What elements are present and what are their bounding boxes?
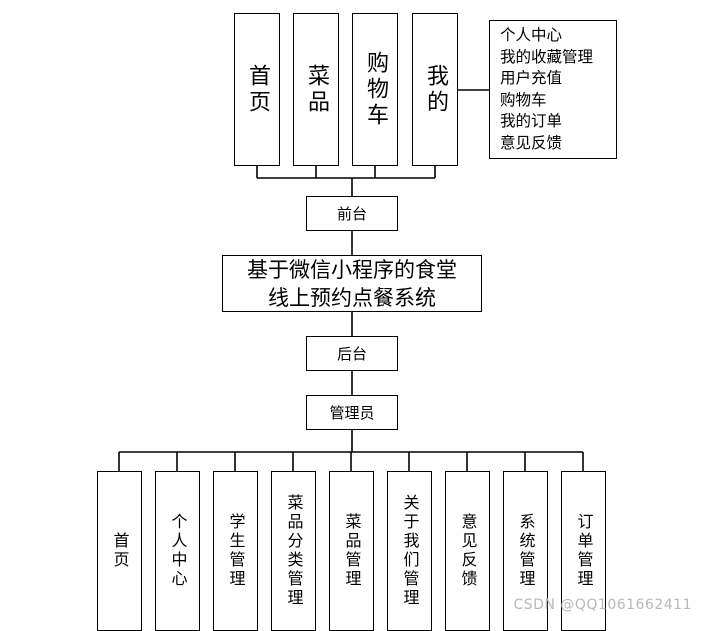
my-details-item: 我的收藏管理	[500, 47, 594, 66]
frontend-module-label: 我的	[423, 63, 448, 116]
frontend-node: 前台	[306, 196, 398, 231]
admin-module-dish-management: 菜品管理	[329, 471, 374, 631]
my-details-item: 意见反馈	[500, 133, 563, 152]
frontend-module-label: 首页	[245, 63, 270, 116]
admin-module-label: 系统管理	[516, 513, 536, 589]
admin-module-student-management: 学生管理	[213, 471, 258, 631]
frontend-module-cart: 购物车	[352, 13, 398, 166]
frontend-module-dishes: 菜品	[293, 13, 339, 166]
frontend-module-home: 首页	[234, 13, 280, 166]
frontend-label: 前台	[336, 205, 367, 223]
system-title-line1: 基于微信小程序的食堂	[247, 257, 457, 282]
admin-module-system-management: 系统管理	[503, 471, 548, 631]
admin-module-label: 个人中心	[168, 513, 188, 589]
admin-module-label: 首页	[110, 532, 130, 570]
admin-module-label: 菜品分类管理	[284, 494, 304, 608]
admin-node: 管理员	[306, 395, 398, 430]
frontend-module-label: 购物车	[363, 50, 388, 129]
watermark: CSDN @QQ1061662411	[513, 597, 692, 613]
admin-module-label: 菜品管理	[342, 513, 362, 589]
admin-module-label: 关于我们管理	[400, 494, 420, 608]
admin-module-label: 订单管理	[574, 513, 594, 589]
admin-module-personal-center: 个人中心	[155, 471, 200, 631]
system-title-node: 基于微信小程序的食堂 线上预约点餐系统	[222, 255, 482, 312]
frontend-module-mine: 我的	[412, 13, 458, 166]
backend-node: 后台	[306, 336, 398, 371]
admin-label: 管理员	[329, 404, 375, 422]
my-details-list: 个人中心 我的收藏管理 用户充值 购物车 我的订单 意见反馈	[489, 20, 617, 159]
admin-module-order-management: 订单管理	[561, 471, 606, 631]
admin-module-about-management: 关于我们管理	[387, 471, 432, 631]
my-details-item: 购物车	[500, 90, 547, 109]
admin-module-dish-category-management: 菜品分类管理	[271, 471, 316, 631]
backend-label: 后台	[336, 345, 367, 363]
my-details-item: 用户充值	[500, 69, 563, 87]
admin-module-label: 学生管理	[226, 513, 246, 589]
my-details-item: 个人中心	[500, 26, 563, 44]
admin-module-feedback: 意见反馈	[445, 471, 490, 631]
admin-module-home: 首页	[97, 471, 142, 631]
frontend-module-label: 菜品	[304, 63, 329, 116]
system-title-line2: 线上预约点餐系统	[268, 285, 436, 310]
my-details-item: 我的订单	[500, 112, 563, 130]
admin-module-label: 意见反馈	[458, 513, 478, 589]
